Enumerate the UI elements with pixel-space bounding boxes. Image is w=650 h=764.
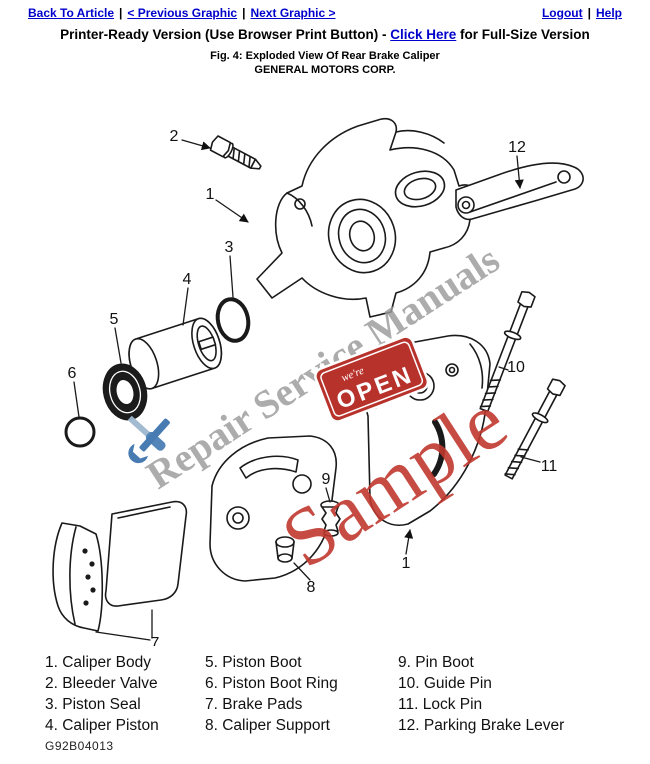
callout-caliper-support: 8 (307, 579, 316, 596)
caliper-body-drawing (256, 117, 476, 318)
legend-item-12: 12. Parking Brake Lever (398, 717, 565, 734)
figure-caption: Fig. 4: Exploded View Of Rear Brake Cali… (210, 50, 440, 62)
legend-column-2: 5. Piston Boot 6. Piston Boot Ring 7. Br… (205, 652, 398, 736)
legend-column-3: 9. Pin Boot 10. Guide Pin 11. Lock Pin 1… (398, 652, 640, 736)
separator: | (242, 6, 246, 20)
callout-brake-pads: 7 (151, 635, 160, 646)
open-sign: we're OPEN (314, 335, 430, 423)
callout-piston-boot: 5 (110, 311, 119, 328)
separator: | (587, 6, 591, 20)
callout-caliper-piston: 4 (183, 271, 192, 288)
legend-item-7: 7. Brake Pads (205, 696, 303, 713)
separator: | (119, 6, 123, 20)
parking-brake-lever-drawing (455, 162, 584, 221)
printer-ready-suffix: for Full-Size Version (456, 27, 590, 42)
help-link[interactable]: Help (595, 6, 622, 20)
graphic-code: G92B04013 (45, 739, 114, 753)
printer-ready-prefix: Printer-Ready Version (Use Browser Print… (60, 27, 391, 42)
logout-link[interactable]: Logout (541, 6, 583, 20)
legend-item-4: 4. Caliper Piston (45, 717, 159, 734)
nav-right: Logout | Help (542, 6, 622, 20)
company-name: GENERAL MOTORS CORP. (254, 64, 396, 76)
callout-guide-pin: 10 (507, 359, 525, 376)
callout-leader-lines (73, 139, 541, 641)
legend-item-9: 9. Pin Boot (398, 654, 474, 671)
piston-boot-ring-drawing (64, 416, 96, 448)
lock-pin-drawing (504, 378, 566, 480)
legend-column-1: 1. Caliper Body 2. Bleeder Valve 3. Pist… (45, 652, 205, 736)
legend-item-3: 3. Piston Seal (45, 696, 141, 713)
legend-item-6: 6. Piston Boot Ring (205, 675, 338, 692)
legend-item-11: 11. Lock Pin (398, 696, 483, 713)
callout-pin-boot: 9 (322, 471, 331, 488)
exploded-view-diagram: 2 1 12 3 4 5 6 10 11 9 1 8 7 Repair Serv… (52, 117, 584, 646)
callout-caliper-body: 1 (206, 186, 215, 203)
legend-item-1: 1. Caliper Body (45, 654, 151, 671)
next-graphic-link[interactable]: Next Graphic > (250, 6, 336, 20)
callout-lock-pin: 11 (541, 458, 558, 475)
printer-ready-line: Printer-Ready Version (Use Browser Print… (0, 27, 650, 42)
callout-bleeder-valve: 2 (170, 128, 179, 145)
caliper-support-drawing (209, 435, 337, 582)
legend-item-2: 2. Bleeder Valve (45, 675, 158, 692)
callout-piston-seal: 3 (225, 239, 234, 256)
piston-boot-drawing (102, 363, 148, 421)
caliper-piston-drawing (128, 317, 223, 390)
bleeder-valve-drawing (209, 135, 262, 170)
click-here-link[interactable]: Click Here (390, 27, 457, 42)
back-to-article-link[interactable]: Back To Article (28, 6, 115, 20)
previous-graphic-link[interactable]: < Previous Graphic (127, 6, 238, 20)
callout-numbers: 2 1 12 3 4 5 6 10 11 9 1 8 7 (68, 128, 558, 646)
callout-caliper-body-2: 1 (402, 555, 411, 572)
legend-item-5: 5. Piston Boot (205, 654, 302, 671)
guide-pin-drawing (479, 290, 536, 413)
legend-item-10: 10. Guide Pin (398, 675, 492, 692)
nav-left: Back To Article | < Previous Graphic | Next … (28, 6, 336, 20)
top-navigation: Back To Article | < Previous Graphic | Next … (0, 6, 650, 20)
brake-pads-drawing (52, 500, 188, 632)
legend: 1. Caliper Body 2. Bleeder Valve 3. Pist… (45, 652, 640, 736)
pin-boot-drawing (320, 500, 341, 537)
callout-piston-boot-ring: 6 (68, 365, 77, 382)
tools-icon (127, 415, 170, 464)
callout-parking-brake-lever: 12 (508, 139, 526, 156)
piston-seal-drawing (215, 297, 251, 343)
legend-item-8: 8. Caliper Support (205, 717, 330, 734)
